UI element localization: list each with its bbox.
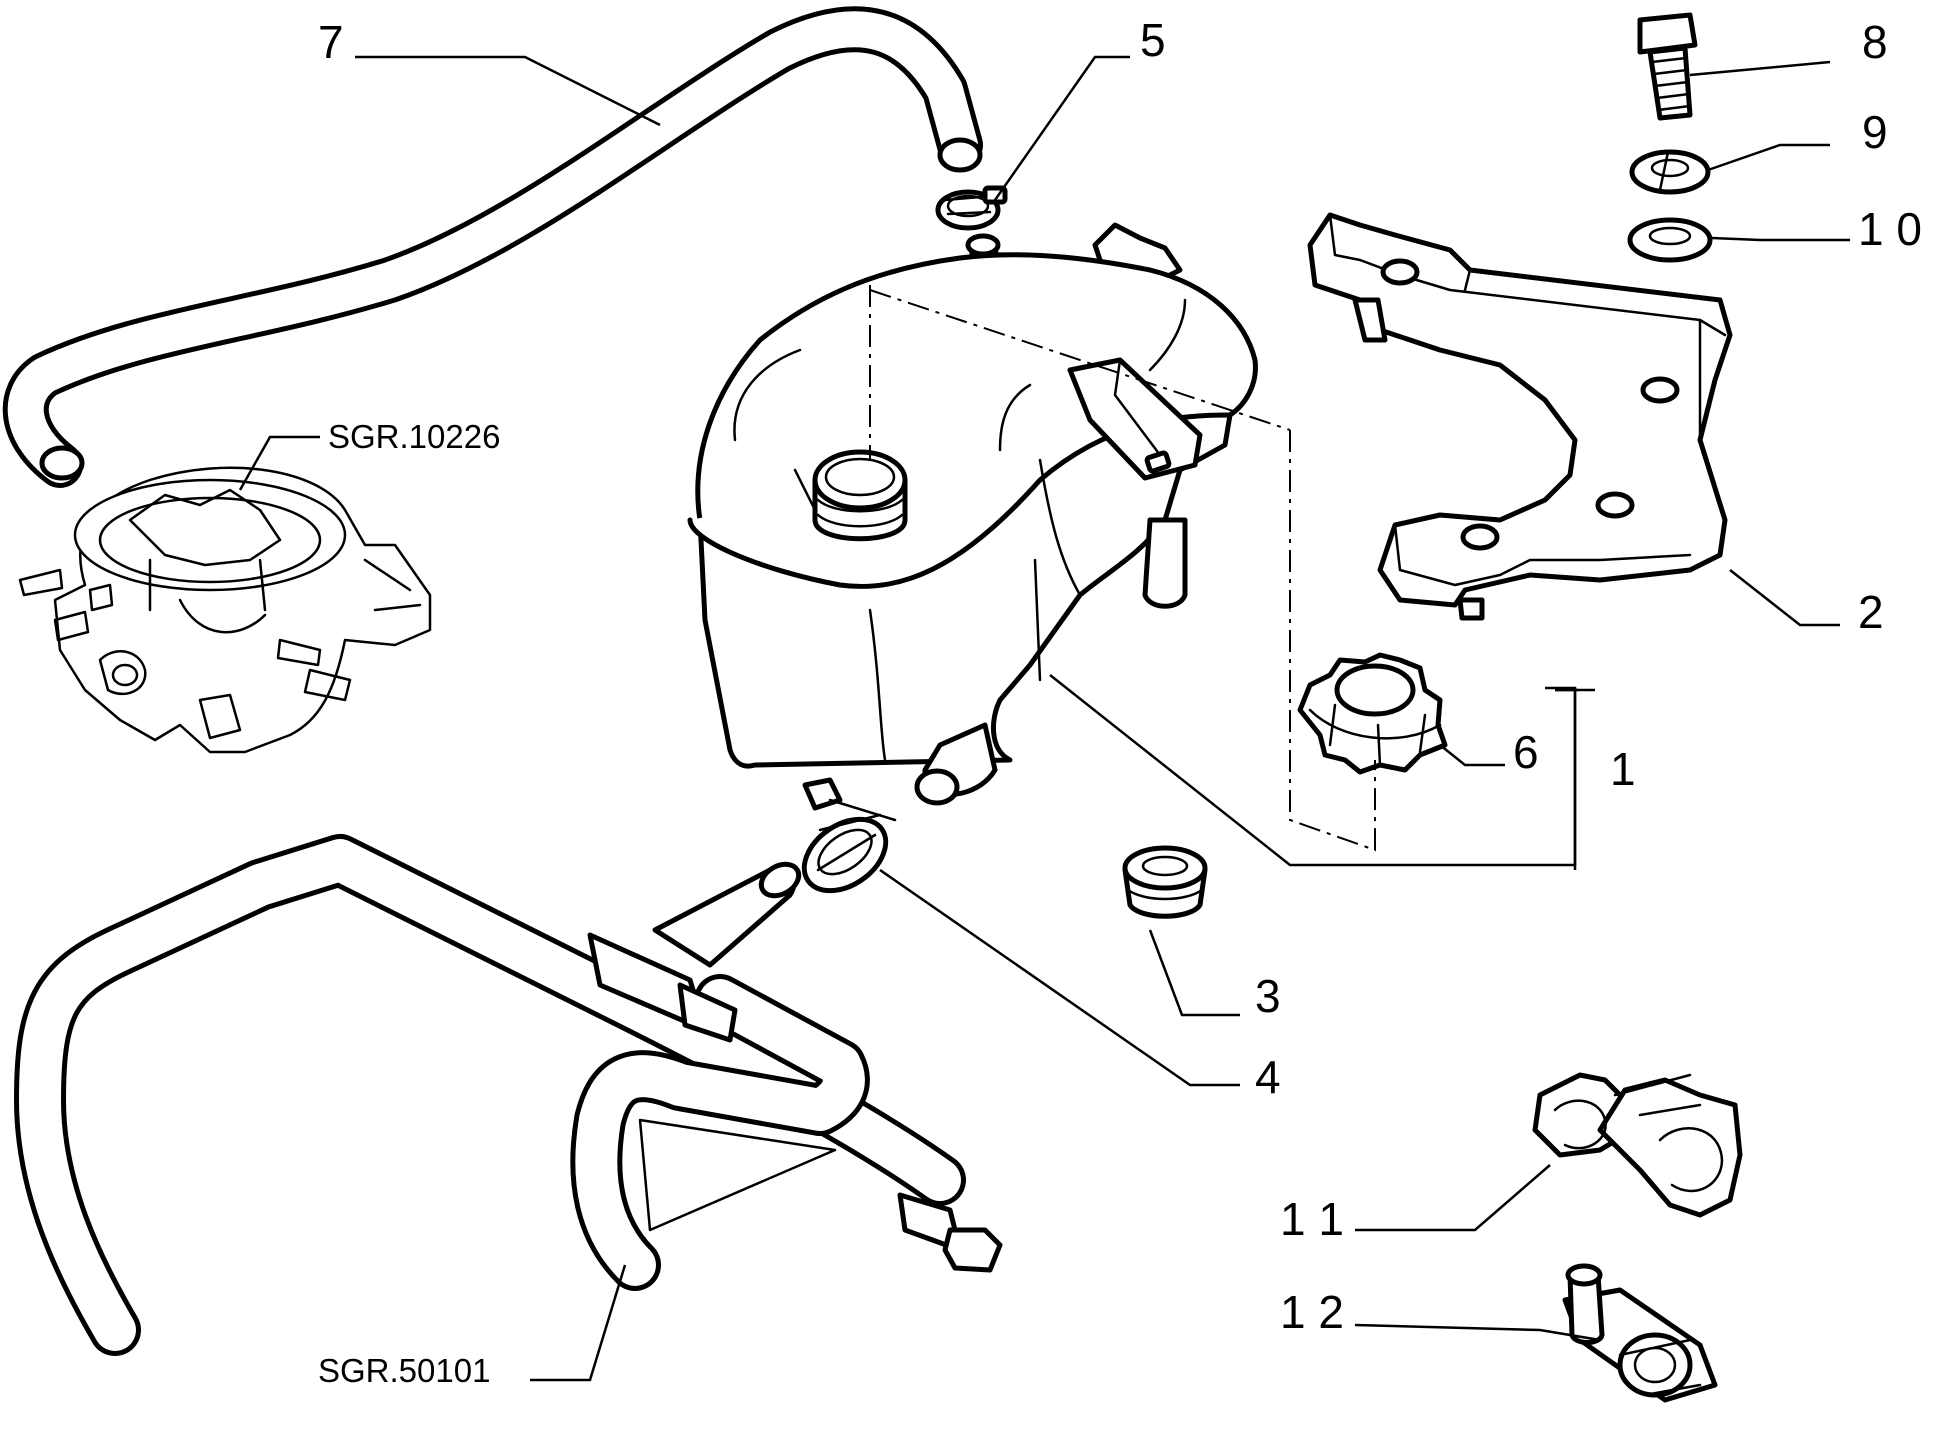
mounting-bracket-part-2 — [1307, 212, 1733, 621]
leader-lines — [238, 55, 1850, 1382]
expansion-tank-part-1 — [687, 222, 1258, 806]
callout-4: 4 — [1255, 1051, 1281, 1103]
single-hose-clip-part-12 — [1562, 1263, 1718, 1403]
callout-11: 1 1 — [1280, 1193, 1344, 1245]
callout-labels: 7 5 8 9 1 0 2 6 1 3 4 1 1 1 2 SGR.10226 … — [318, 14, 1922, 1389]
double-hose-clip-part-11 — [1532, 1072, 1743, 1218]
spring-washer-part-9 — [1629, 149, 1711, 195]
callout-12: 1 2 — [1280, 1286, 1344, 1338]
hose-part-7 — [2, 6, 983, 488]
lower-hose-reference-drawing — [14, 834, 1003, 1356]
callout-8: 8 — [1862, 16, 1888, 68]
flat-washer-part-10 — [1627, 217, 1713, 263]
callout-9: 9 — [1862, 106, 1888, 158]
rubber-grommet-part-3 — [1122, 845, 1208, 919]
callout-3: 3 — [1255, 970, 1281, 1022]
reference-label-sgr-50101: SGR.50101 — [318, 1352, 490, 1389]
assembly-axes — [869, 285, 1376, 852]
bolt-part-8 — [1637, 12, 1698, 121]
callout-7: 7 — [318, 16, 344, 68]
callout-6: 6 — [1513, 726, 1539, 778]
carburettor-reference-drawing — [18, 466, 432, 754]
hose-clamp-part-4 — [801, 777, 897, 894]
callout-1: 1 — [1610, 743, 1636, 795]
hose-clamp-part-5 — [935, 185, 1008, 231]
reference-label-sgr-10226: SGR.10226 — [328, 418, 500, 455]
callout-5: 5 — [1140, 14, 1166, 66]
callout-2: 2 — [1858, 586, 1884, 638]
tank-cap-part-6 — [1297, 652, 1448, 775]
callout-10: 1 0 — [1858, 203, 1922, 255]
